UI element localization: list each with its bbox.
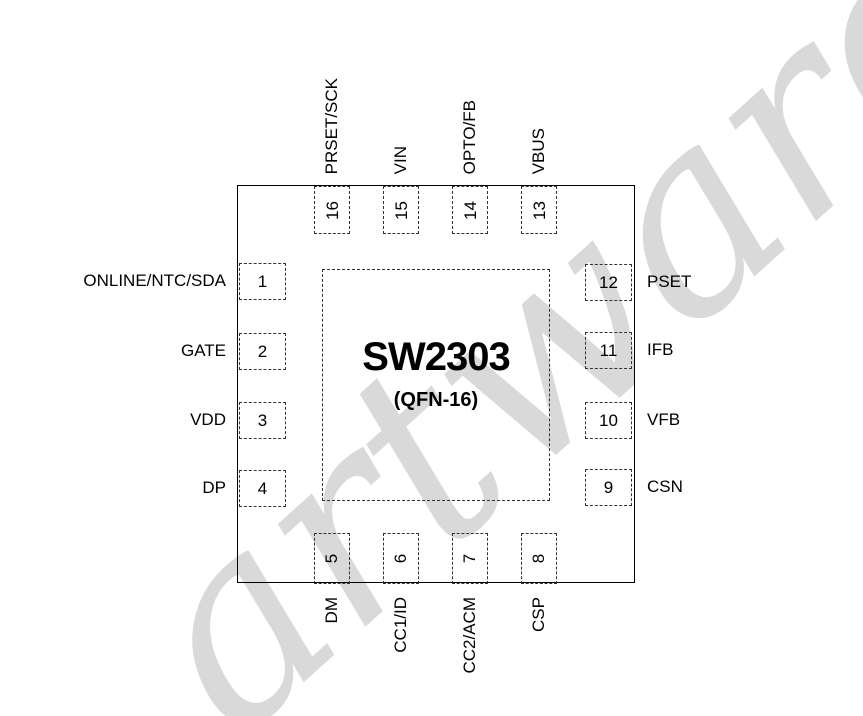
- pin-box-3: 3: [239, 402, 286, 439]
- pin-label-3: VDD: [190, 410, 226, 429]
- pin-box-11: 11: [585, 332, 632, 369]
- pin-number-9: 9: [603, 478, 614, 497]
- pin-label-1: ONLINE/NTC/SDA: [83, 271, 226, 290]
- pin-number-4: 4: [257, 479, 268, 498]
- pin-number-1: 1: [257, 272, 268, 291]
- pin-number-13: 13: [529, 200, 549, 220]
- pin-number-2: 2: [257, 342, 268, 361]
- pin-box-5: 5: [314, 533, 350, 584]
- pin-label-4: DP: [202, 478, 226, 497]
- pin-box-15: 15: [383, 186, 419, 234]
- pin-number-6: 6: [391, 553, 411, 564]
- pin-box-4: 4: [239, 470, 286, 507]
- pin-label-9: CSN: [647, 477, 683, 496]
- pin-label-7: CC2/ACM: [460, 597, 479, 674]
- pin-label-14: OPTO/FB: [460, 99, 479, 174]
- pin-label-12: PSET: [647, 272, 692, 291]
- chip-inner-outline: [322, 269, 550, 501]
- pin-number-12: 12: [599, 273, 618, 292]
- pin-label-13: VBUS: [529, 127, 548, 174]
- pin-box-2: 2: [239, 333, 286, 370]
- chip-outline: [237, 185, 635, 583]
- pin-label-16: PRSET/SCK: [322, 77, 341, 174]
- pin-number-14: 14: [460, 200, 480, 220]
- pin-number-8: 8: [529, 553, 549, 564]
- pin-box-9: 9: [585, 469, 632, 506]
- pin-box-12: 12: [585, 264, 632, 301]
- pin-number-3: 3: [257, 411, 268, 430]
- pin-label-2: GATE: [180, 341, 226, 360]
- pin-number-11: 11: [599, 341, 618, 360]
- pin-box-14: 14: [452, 186, 488, 234]
- pin-box-10: 10: [585, 402, 632, 439]
- pin-label-11: IFB: [647, 340, 674, 359]
- pin-box-8: 8: [521, 533, 557, 584]
- pin-box-7: 7: [452, 533, 488, 584]
- pin-label-8: CSP: [529, 597, 548, 632]
- chip-name: SW2303: [362, 335, 510, 379]
- pin-number-16: 16: [322, 200, 342, 220]
- pin-box-16: 16: [314, 186, 350, 234]
- pin-number-7: 7: [460, 553, 480, 564]
- chip-center-text: SW2303 (QFN-16): [322, 269, 550, 412]
- pin-number-15: 15: [391, 200, 411, 220]
- pin-label-6: CC1/ID: [391, 597, 410, 653]
- pin-label-5: DM: [322, 597, 341, 624]
- chip-package: (QFN-16): [393, 389, 479, 411]
- pin-box-13: 13: [521, 186, 557, 234]
- pin-label-15: VIN: [391, 145, 410, 174]
- pin-number-5: 5: [322, 553, 342, 564]
- pin-number-10: 10: [599, 411, 618, 430]
- pin-label-10: VFB: [647, 410, 681, 429]
- pin-box-6: 6: [383, 533, 419, 584]
- pin-box-1: 1: [239, 263, 286, 300]
